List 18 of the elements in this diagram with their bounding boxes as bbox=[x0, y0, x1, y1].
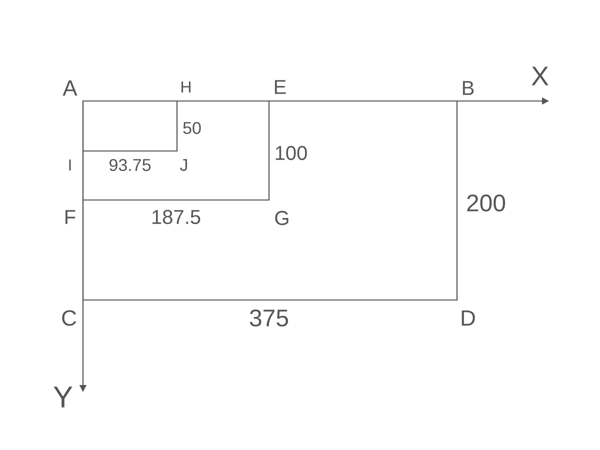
dimension-label: 100 bbox=[276, 146, 307, 160]
axis-label: X bbox=[532, 66, 548, 86]
point-label: D bbox=[462, 310, 475, 326]
point-label: I bbox=[69, 160, 71, 170]
point-label: C bbox=[62, 310, 76, 326]
point-label: G bbox=[275, 210, 288, 226]
point-label: B bbox=[462, 81, 474, 95]
point-label: F bbox=[66, 210, 76, 224]
point-label: J bbox=[180, 159, 187, 171]
axis-label: Y bbox=[54, 386, 72, 408]
point-label: E bbox=[274, 80, 286, 94]
point-label: H bbox=[182, 82, 190, 92]
dimension-label: 187.5 bbox=[152, 210, 200, 224]
dimension-label: 375 bbox=[250, 310, 288, 326]
dimension-label: 200 bbox=[467, 194, 506, 212]
point-label: A bbox=[62, 80, 78, 96]
dimension-label: 50 bbox=[183, 122, 201, 134]
dimension-label: 93.75 bbox=[110, 158, 151, 172]
